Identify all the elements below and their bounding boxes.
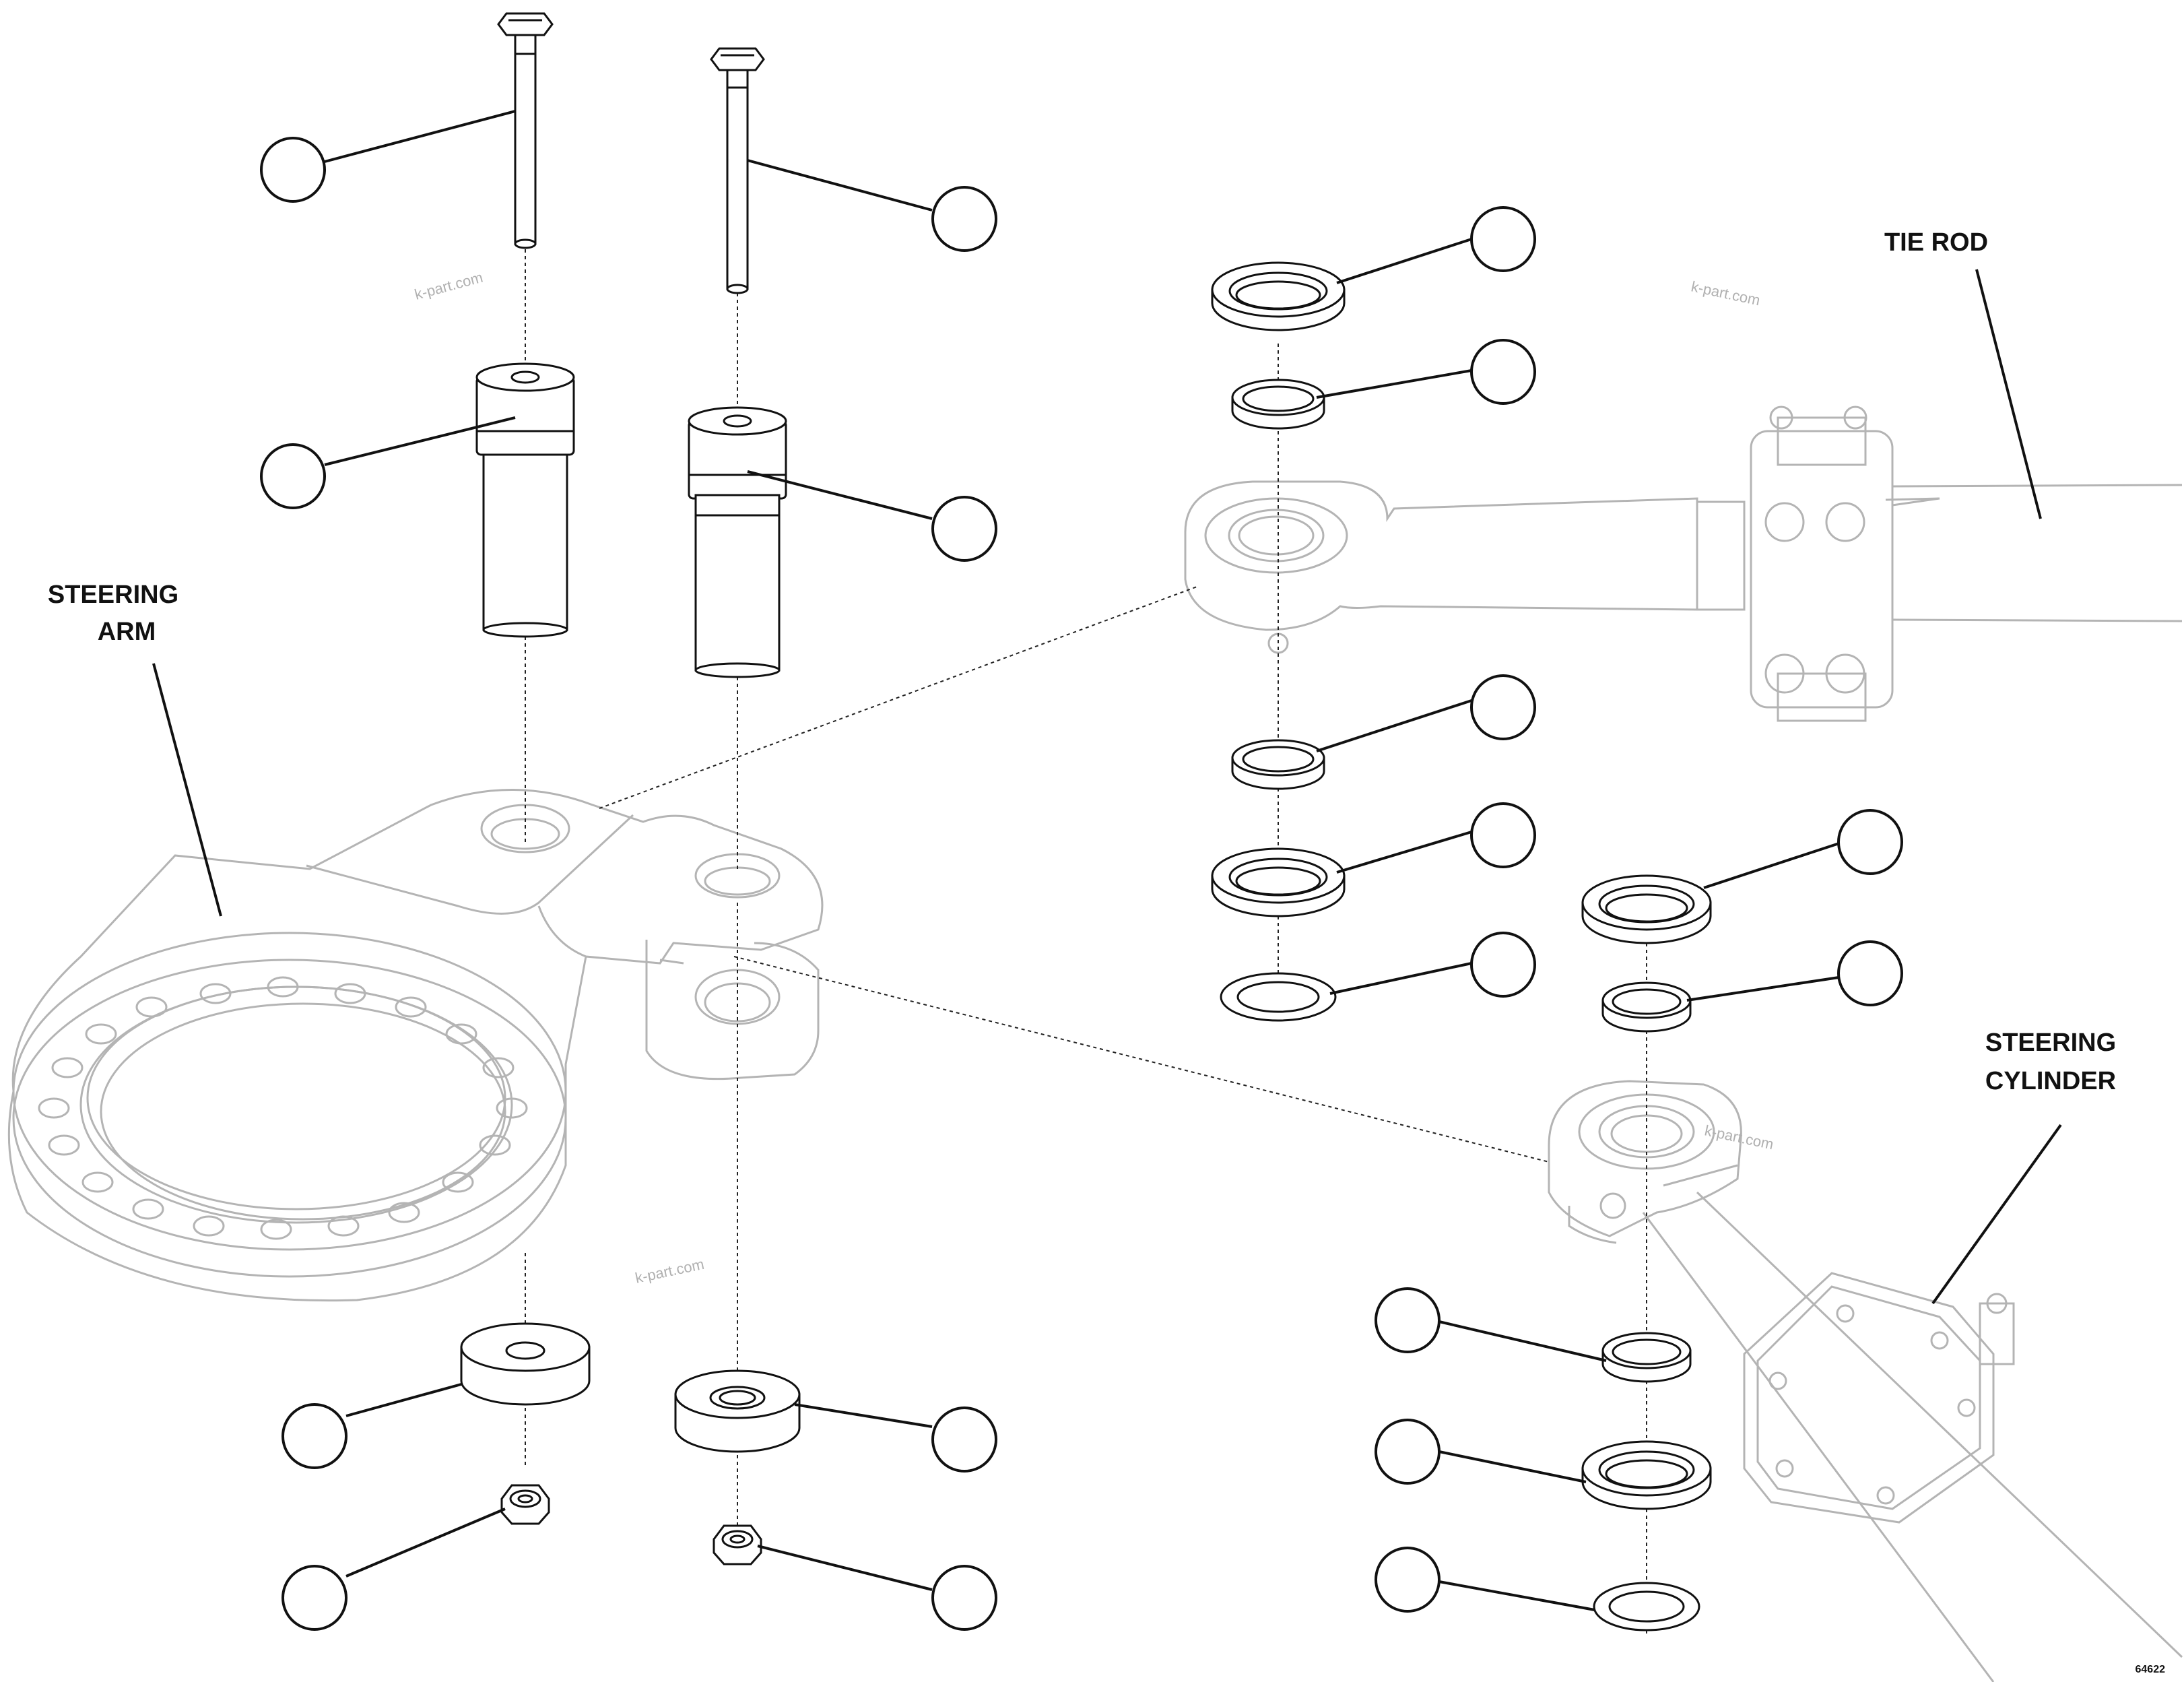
seal-lower-tie-rod	[1211, 847, 1346, 917]
long-bolt-right	[710, 47, 765, 294]
callout-leaders	[152, 110, 2062, 1611]
bearing-race-lower-cylinder	[1601, 1332, 1692, 1383]
bearing-race-lower-tie-rod	[1231, 739, 1325, 790]
label-tie-rod: TIE ROD	[1884, 228, 1988, 257]
tie-rod-ghost	[1184, 406, 2183, 722]
bearing-race-upper-cylinder	[1601, 981, 1692, 1033]
seal-upper-cylinder	[1581, 874, 1712, 944]
watermarks: k-part.com k-part.com k-part.com k-part.…	[413, 269, 1775, 1287]
label-steering-arm-line1: STEERING	[48, 581, 178, 609]
bearing-race-upper-tie-rod	[1231, 379, 1325, 430]
callout-bubbles	[260, 137, 1903, 1631]
figure-number: 64622	[2136, 1664, 2166, 1675]
component-labels: STEERING ARM TIE ROD STEERING CYLINDER 6…	[48, 228, 2165, 1675]
label-steering-cylinder-line2: CYLINDER	[1985, 1067, 2116, 1095]
label-steering-arm-line2: ARM	[98, 618, 156, 646]
watermark: k-part.com	[634, 1256, 706, 1287]
callout-bubble	[260, 443, 326, 509]
steering-arm-bolt-holes	[38, 976, 528, 1240]
callout-bubble	[282, 1403, 348, 1469]
steering-arm-ghost	[7, 789, 824, 1302]
watermark: k-part.com	[1690, 278, 1762, 309]
callout-bubble	[931, 1406, 997, 1473]
callout-bubble	[1837, 940, 1903, 1006]
callout-bubble	[260, 137, 326, 203]
seal-upper-tie-rod	[1211, 261, 1346, 331]
nut-right	[713, 1524, 762, 1565]
steering-cylinder-ghost	[1548, 1080, 2183, 1682]
thick-washer-left	[460, 1322, 591, 1406]
callout-bubble	[1470, 339, 1536, 405]
seal-lower-cylinder	[1581, 1440, 1712, 1510]
callout-bubble	[1375, 1419, 1441, 1485]
callout-bubble	[931, 1565, 997, 1631]
callout-bubble	[931, 186, 997, 252]
flat-washer-tie-rod	[1220, 972, 1337, 1022]
label-steering-cylinder-line1: STEERING	[1985, 1029, 2116, 1057]
callout-bubble	[1375, 1547, 1441, 1613]
callout-bubble	[1470, 932, 1536, 998]
callout-bubble	[1837, 809, 1903, 875]
thick-washer-right	[674, 1369, 801, 1453]
bushing-right	[688, 406, 787, 678]
callout-bubble	[931, 496, 997, 562]
flat-washer-cylinder	[1593, 1582, 1700, 1631]
bushing-left	[475, 362, 575, 638]
callout-bubble	[1470, 674, 1536, 740]
callout-bubble	[1470, 206, 1536, 272]
callout-bubble	[1470, 802, 1536, 868]
long-bolt-left	[497, 12, 554, 249]
nut-left	[500, 1484, 550, 1525]
callout-bubble	[1375, 1287, 1441, 1353]
watermark: k-part.com	[413, 269, 485, 303]
callout-bubble	[282, 1565, 348, 1631]
